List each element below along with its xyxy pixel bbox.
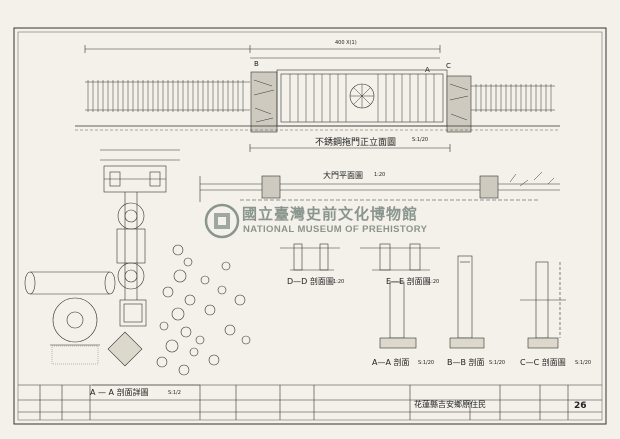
plan-title: 大門平面圖 (323, 171, 363, 180)
watermark-english: NATIONAL MUSEUM OF PREHISTORY (243, 224, 428, 235)
outer-border (13, 27, 607, 425)
elevation-title: 不銹鋼拖門正立面圖 (315, 138, 397, 148)
section-mark-a: A (425, 66, 430, 74)
section-dd-scale: 1:20 (333, 279, 345, 285)
sections-de (280, 243, 440, 271)
section-mark-c: C (446, 62, 451, 70)
detail-scale: S:1/2 (168, 390, 181, 396)
section-bb-scale: S:1/20 (489, 360, 506, 366)
museum-logo-icon (204, 203, 240, 239)
sheet-number: 26 (574, 401, 587, 411)
title-block (18, 384, 602, 420)
plan-scale: 1:20 (374, 172, 386, 178)
section-mark-b: B (254, 60, 259, 68)
watermark-chinese: 國立臺灣史前文化博物館 (242, 205, 419, 223)
section-ee-scale: 1:20 (428, 279, 440, 285)
sections-abc (379, 255, 566, 349)
section-cc-title: C—C 剖面圖 (520, 358, 566, 367)
section-dd-title: D—D 剖面圖 (287, 277, 334, 286)
detail-title: A — A 剖面詳圖 (90, 388, 149, 397)
section-aa-title: A—A 剖面 (372, 358, 410, 367)
section-ee-title: E—E 剖面圖 (386, 277, 431, 286)
section-aa-scale: S:1/20 (418, 360, 435, 366)
gate-elevation (75, 45, 560, 152)
section-bb-title: B—B 剖面 (447, 358, 485, 367)
dim-top-right: 400 X(1) (335, 40, 357, 46)
gate-plan (199, 171, 560, 202)
elevation-scale: S:1/20 (412, 137, 429, 143)
project-name: 花蓮縣吉安鄉原住民 (414, 400, 486, 409)
section-cc-scale: S:1/20 (575, 360, 592, 366)
hinge-detail (24, 149, 251, 386)
